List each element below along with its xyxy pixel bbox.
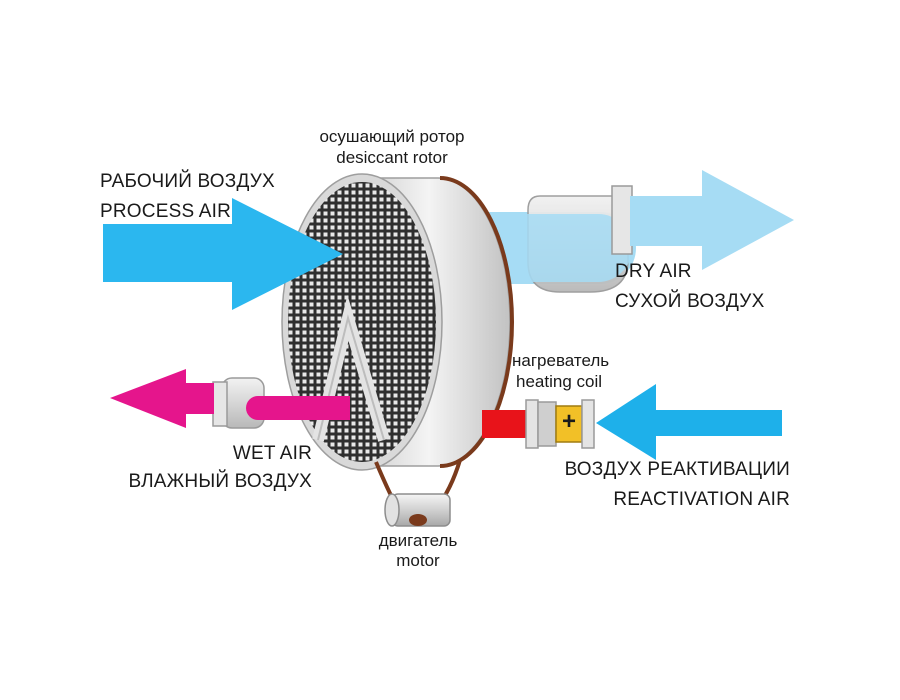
heater-plus-symbol: + — [561, 408, 577, 435]
rotor-belt-rim — [439, 176, 514, 468]
motor-end-cap — [384, 493, 400, 527]
heater-left-flange — [525, 399, 539, 449]
wet-air-label-en: WET AIR — [232, 443, 312, 464]
wet-air-flange — [212, 381, 228, 427]
heated-air-stream — [482, 410, 530, 438]
motor-label-en: motor — [396, 551, 440, 570]
reactivation-air-label-ru: ВОЗДУХ РЕАКТИВАЦИИ — [564, 459, 790, 480]
dry-air-outlet — [470, 170, 794, 293]
dry-air-pipe-front — [470, 214, 632, 282]
process-air-arrow — [103, 198, 343, 310]
reactivation-section — [482, 384, 782, 460]
process-air-label-en: PROCESS AIR — [100, 201, 232, 222]
motor-drive — [374, 459, 462, 527]
process-air-label-ru: РАБОЧИЙ ВОЗДУХ — [100, 171, 275, 192]
wet-air-label-ru: ВЛАЖНЫЙ ВОЗДУХ — [128, 471, 312, 492]
desiccant-rotor — [281, 173, 514, 471]
wet-air-pipe — [246, 396, 350, 420]
reactivation-air-arrow — [596, 384, 782, 460]
dry-air-label-ru: СУХОЙ ВОЗДУХ — [615, 291, 765, 312]
wet-air-arrow — [110, 369, 214, 428]
dry-air-label-en: DRY AIR — [615, 261, 692, 282]
motor-label-ru: двигатель — [378, 531, 458, 550]
rotor-label-ru: осушающий ротор — [319, 127, 465, 146]
dry-air-flange — [611, 185, 633, 255]
heater-right-flange — [581, 399, 595, 449]
dry-air-arrow — [630, 170, 794, 270]
heater-label-ru: нагреватель — [512, 351, 610, 370]
heater-label-en: heating coil — [516, 372, 603, 391]
heater-body — [537, 401, 557, 447]
motor-pulley — [409, 514, 427, 526]
wet-air-exhaust — [110, 369, 350, 429]
reactivation-air-label-en: REACTIVATION AIR — [613, 489, 790, 510]
rotor-label-en: desiccant rotor — [336, 148, 448, 167]
